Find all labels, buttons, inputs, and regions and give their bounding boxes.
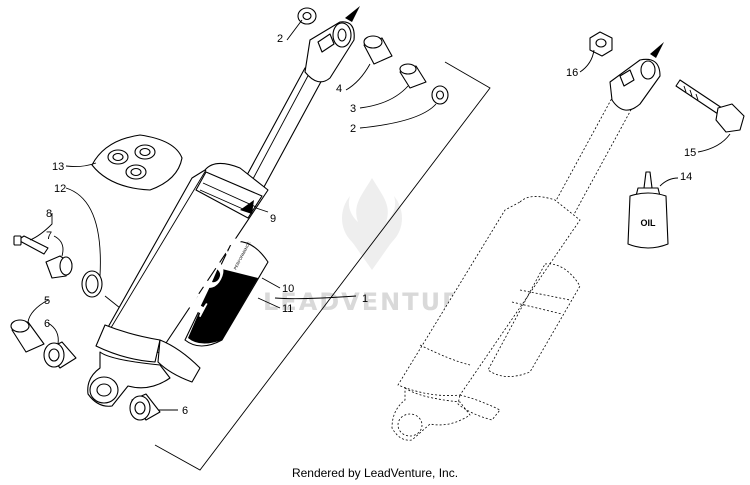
o-ring xyxy=(81,270,103,298)
leadventure-watermark: LEADVENTURE xyxy=(263,178,481,316)
bushing-upper xyxy=(363,35,393,65)
callout-6-left: 6 xyxy=(44,318,50,330)
seal-kit xyxy=(91,134,183,191)
leader-lines xyxy=(27,19,731,411)
callout-5: 5 xyxy=(44,295,50,307)
flame-logo-icon xyxy=(342,178,402,270)
callout-14: 14 xyxy=(680,171,692,183)
shock-absorber-left: FOX PERFORMANCE xyxy=(87,21,355,407)
oil-bottle: OIL xyxy=(627,171,669,249)
shock-absorber-right xyxy=(391,58,661,441)
callout-4: 4 xyxy=(336,83,342,95)
washer-lower-right xyxy=(431,85,449,105)
washer-upper-left xyxy=(297,7,317,25)
callout-8: 8 xyxy=(46,208,52,220)
callout-3: 3 xyxy=(350,103,356,115)
callout-11: 11 xyxy=(282,303,293,315)
callout-13: 13 xyxy=(52,161,64,173)
oil-label: OIL xyxy=(641,218,657,228)
spacer-lower-right xyxy=(129,393,161,421)
bolt xyxy=(675,79,745,133)
footer-credit: Rendered by LeadVenture, Inc. xyxy=(291,466,459,480)
assembly-bracket xyxy=(104,61,491,471)
watermark-text: LEADVENTURE xyxy=(263,288,481,316)
callout-7: 7 xyxy=(46,230,52,242)
callouts: 1 2 2 3 4 5 6 6 7 8 9 10 11 12 13 14 15 … xyxy=(44,33,696,417)
air-valve xyxy=(45,255,73,279)
callout-12: 12 xyxy=(54,183,66,195)
callout-9: 9 xyxy=(270,213,276,225)
bushing-lower xyxy=(10,319,45,353)
callout-10: 10 xyxy=(282,283,294,295)
spacer-lower-left xyxy=(43,341,77,369)
callout-6-right: 6 xyxy=(182,405,188,417)
callout-15: 15 xyxy=(684,147,696,159)
callout-1: 1 xyxy=(362,293,368,305)
bleed-screw xyxy=(13,235,49,255)
reference-arrow-right xyxy=(650,42,664,58)
callout-2-lower: 2 xyxy=(350,123,356,135)
callout-2-upper: 2 xyxy=(277,33,283,45)
nut xyxy=(589,31,613,57)
bushing-small xyxy=(399,63,427,89)
callout-16: 16 xyxy=(566,67,578,79)
reference-arrow-left xyxy=(345,6,360,22)
